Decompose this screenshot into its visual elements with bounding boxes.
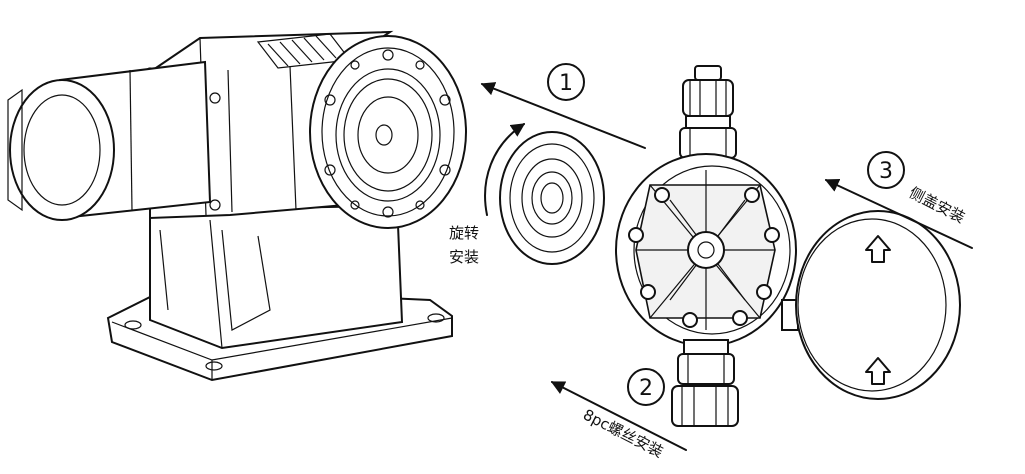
pump-head	[615, 65, 797, 427]
step-3-arrow	[824, 178, 973, 249]
step-2-number: 2	[639, 376, 653, 401]
rotate-label-line2: 安装	[449, 248, 479, 266]
diaphragm-disc	[499, 131, 605, 265]
step-1-circle	[547, 63, 585, 101]
rotation-arrow	[484, 123, 526, 216]
up-arrow-icon	[865, 235, 891, 263]
step-3-number: 3	[879, 159, 893, 184]
rotate-label-line1: 旋转	[449, 224, 479, 242]
step-1-arrow	[480, 82, 646, 149]
step-2-arrow	[550, 381, 687, 451]
step-1-number: 1	[559, 71, 573, 96]
side-cover	[781, 210, 961, 400]
step-2-circle	[627, 368, 665, 406]
pump-motor-body	[7, 30, 467, 382]
up-arrow-icon	[865, 357, 891, 385]
step-3-circle	[867, 151, 905, 189]
